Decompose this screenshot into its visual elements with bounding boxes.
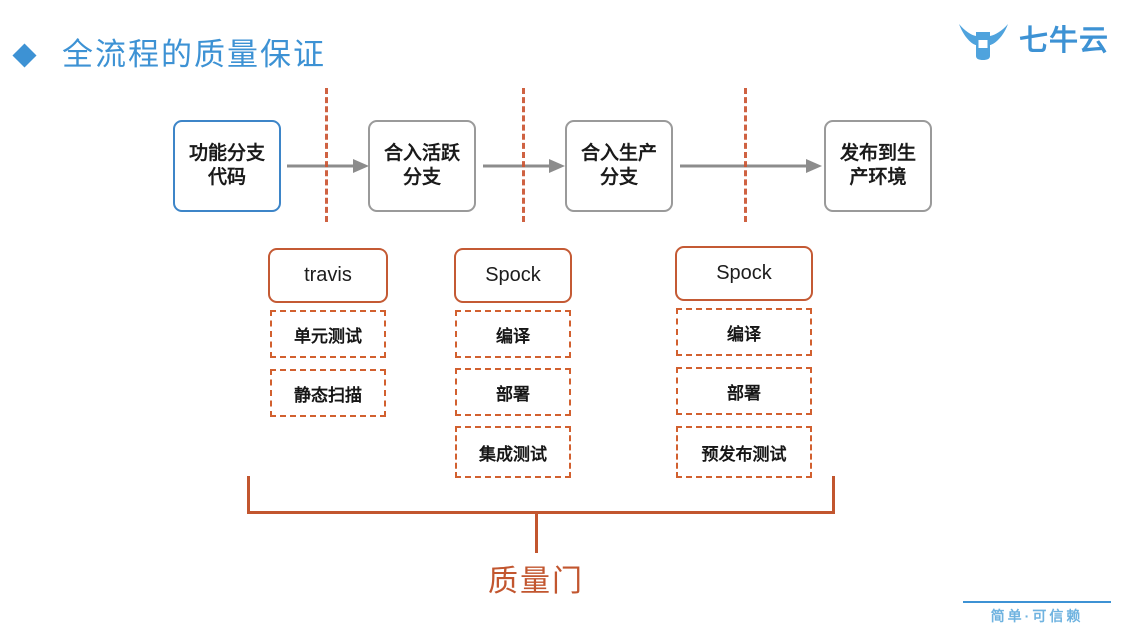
stage-separator-3 bbox=[744, 88, 747, 222]
stage-header-spock-production[interactable]: Spock bbox=[675, 246, 813, 301]
flow-box-feature-branch[interactable]: 功能分支代码 bbox=[173, 120, 281, 212]
flow-box-text: 发布到生产环境 bbox=[839, 142, 916, 188]
stage-header-travis[interactable]: travis bbox=[268, 248, 388, 303]
stage-separator-1 bbox=[325, 88, 328, 222]
flow-box-text: 合入活跃分支 bbox=[383, 142, 460, 188]
stage-header-label: travis bbox=[304, 264, 352, 286]
flow-box-release-production[interactable]: 发布到生产环境 bbox=[824, 120, 932, 212]
stage-item-spock-active-3[interactable]: 集成测试 bbox=[455, 426, 571, 478]
stage-item-spock-production-3[interactable]: 预发布测试 bbox=[676, 426, 812, 478]
stage-item-label: 集成测试 bbox=[479, 444, 547, 464]
flow-box-merge-active[interactable]: 合入活跃分支 bbox=[368, 120, 476, 212]
stage-item-label: 部署 bbox=[727, 383, 761, 403]
stage-item-label: 部署 bbox=[496, 384, 530, 404]
stage-item-label: 预发布测试 bbox=[701, 444, 787, 464]
stage-item-label: 编译 bbox=[727, 324, 761, 344]
stage-header-spock-active[interactable]: Spock bbox=[454, 248, 572, 303]
stage-separator-2 bbox=[522, 88, 525, 222]
quality-gate-label: 质量门 bbox=[488, 565, 584, 598]
right-arrow-icon-1 bbox=[287, 159, 369, 173]
stage-item-spock-active-1[interactable]: 编译 bbox=[455, 310, 571, 358]
footer-rule bbox=[963, 601, 1111, 603]
stage-item-travis-1[interactable]: 单元测试 bbox=[270, 310, 386, 358]
flow-box-text: 功能分支代码 bbox=[188, 142, 265, 188]
stage-item-label: 静态扫描 bbox=[294, 385, 362, 405]
stage-header-label: Spock bbox=[716, 262, 772, 284]
page-title: 全流程的质量保证 bbox=[62, 37, 326, 72]
footer-tagline: 简单·可信赖 bbox=[990, 608, 1084, 624]
flow-box-merge-production[interactable]: 合入生产分支 bbox=[565, 120, 673, 212]
stage-item-label: 单元测试 bbox=[294, 326, 362, 346]
right-arrow-icon-3 bbox=[680, 159, 822, 173]
brand-logo: 七牛云 bbox=[956, 20, 1109, 62]
stage-header-label: Spock bbox=[485, 264, 541, 286]
stage-item-spock-production-1[interactable]: 编译 bbox=[676, 308, 812, 356]
quality-gate-bracket bbox=[247, 476, 835, 514]
stage-item-spock-active-2[interactable]: 部署 bbox=[455, 368, 571, 416]
stage-item-spock-production-2[interactable]: 部署 bbox=[676, 367, 812, 415]
stage-item-travis-2[interactable]: 静态扫描 bbox=[270, 369, 386, 417]
right-arrow-icon-2 bbox=[483, 159, 565, 173]
logo-text: 七牛云 bbox=[1018, 24, 1109, 57]
stage-item-label: 编译 bbox=[496, 326, 530, 346]
diamond-bullet-icon bbox=[12, 43, 37, 68]
flow-box-text: 合入生产分支 bbox=[580, 142, 657, 188]
quality-gate-stem bbox=[535, 513, 538, 553]
qiniu-bull-logo-icon bbox=[958, 24, 1008, 60]
